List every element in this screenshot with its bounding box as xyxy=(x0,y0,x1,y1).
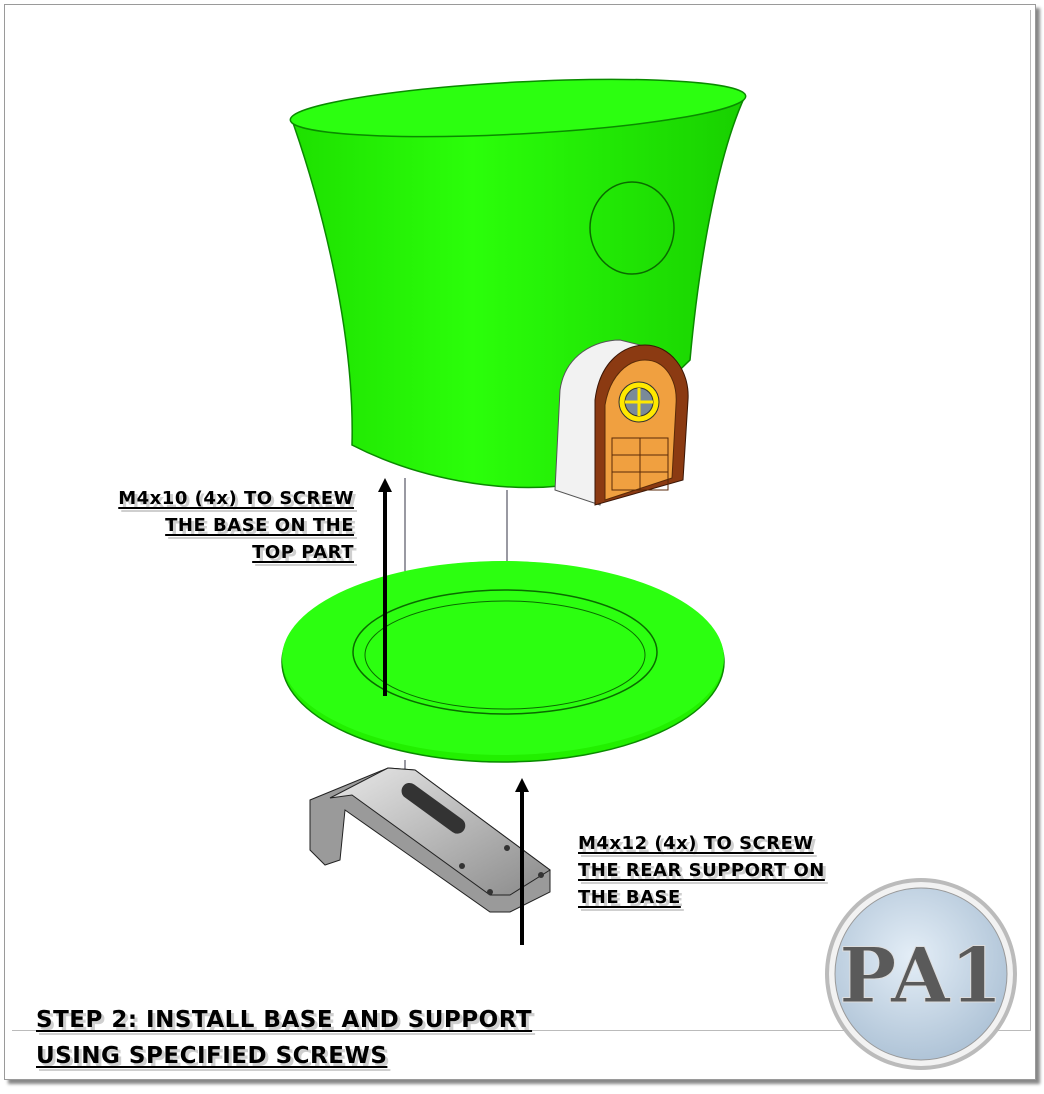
arrow-up-top-screws xyxy=(378,478,392,696)
inner-frame xyxy=(12,10,1031,1031)
svg-text:PA1: PA1 xyxy=(839,931,1002,1020)
step-title: STEP 2: INSTALL BASE AND SUPPORT USING S… xyxy=(36,1002,532,1074)
porthole xyxy=(589,181,675,275)
rear-screws-label: M4x12 (4x) TO SCREW THE REAR SUPPORT ON … xyxy=(578,830,825,911)
label-line: M4x12 (4x) TO SCREW xyxy=(578,833,814,854)
rear-support-bracket xyxy=(309,767,551,913)
top-part-pot xyxy=(289,78,747,506)
label-line: TOP PART xyxy=(252,542,354,563)
label-line: THE BASE ON THE xyxy=(165,515,354,536)
step-title-line: USING SPECIFIED SCREWS xyxy=(36,1043,388,1069)
arrow-up-rear-screws xyxy=(515,778,529,945)
label-line: THE REAR SUPPORT ON xyxy=(578,860,825,881)
label-line: M4x10 (4x) TO SCREW xyxy=(118,488,354,509)
base-plate xyxy=(281,561,725,763)
pa1-logo: PA1 xyxy=(825,878,1017,1070)
top-screws-label: M4x10 (4x) TO SCREW THE BASE ON THE TOP … xyxy=(118,485,354,566)
label-line: THE BASE xyxy=(578,887,681,908)
door xyxy=(554,339,689,506)
step-title-line: STEP 2: INSTALL BASE AND SUPPORT xyxy=(36,1007,533,1033)
